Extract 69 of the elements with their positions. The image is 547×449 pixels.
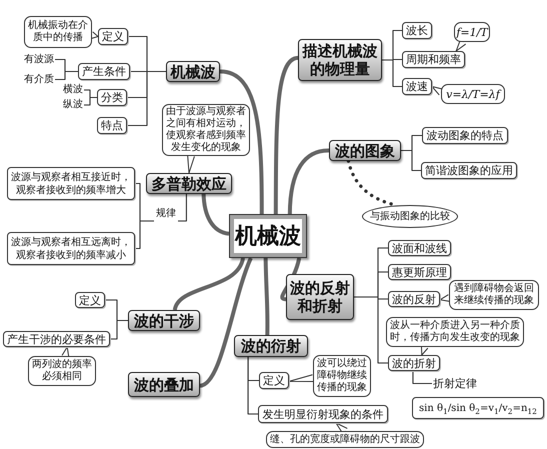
- formula-callout: f=1/T: [454, 22, 490, 42]
- connector-line: [248, 357, 258, 415]
- subtopic-box: 特点: [97, 117, 127, 134]
- formula-box: sin θ$_{1}$/sin θ$_{2}$=v$_{1}$/v$_{2}$=n$_{12}$: [412, 397, 544, 419]
- connector-line: [382, 59, 402, 88]
- branch-line: [288, 148, 330, 214]
- callout-bubble: 机械振动在介质中的传播: [24, 16, 92, 48]
- connector-line: [110, 320, 128, 340]
- topic-box: 波的衍射: [234, 335, 308, 357]
- connector-line: [135, 220, 154, 250]
- topic-box: 描述机械波的物理量: [298, 39, 382, 81]
- subtopic-box: 分类: [97, 89, 127, 106]
- oval-bubble: 与振动图象的比较: [362, 205, 458, 228]
- term-label: 纵波: [62, 99, 84, 111]
- term-label: 横波: [62, 84, 84, 96]
- statement-box: 波源与观察者相互接近时，观察者接收到的频率增大: [7, 167, 135, 200]
- branch-line: [199, 257, 253, 388]
- callout-bubble: 两列波的频率必须相同: [28, 356, 96, 386]
- connector-line: [178, 194, 187, 222]
- subtopic-box: 简谐波图象的应用: [421, 162, 517, 179]
- subtopic-box: 定义: [75, 292, 105, 308]
- topic-box: 机械波: [166, 61, 220, 82]
- topic-box: 波的图象: [329, 140, 401, 161]
- topic-box: 波的干涉: [128, 310, 200, 331]
- callout-tail: [288, 374, 314, 382]
- subtopic-box: 波面和波线: [388, 240, 451, 256]
- topic-box: 波的叠加: [128, 372, 200, 397]
- connector-line: [55, 70, 78, 80]
- term-label: 有介质: [23, 73, 55, 86]
- callout-tail: [456, 39, 466, 52]
- callout-tail: [187, 155, 195, 174]
- branch-line: [172, 257, 245, 311]
- central-topic-box: 机械波: [229, 214, 307, 258]
- callout-tail: [440, 294, 450, 302]
- subtopic-box: 波动图象的特点: [422, 127, 508, 144]
- subtopic-box: 波的折射: [388, 355, 440, 371]
- topic-box: 多普勒效应: [146, 173, 232, 194]
- branch-line: [202, 194, 230, 236]
- branch-line: [220, 70, 264, 214]
- subtopic-box: 产生干涉的必要条件: [3, 331, 110, 347]
- subtopic-box: 波长: [402, 22, 432, 39]
- term-label: 有波源: [23, 53, 55, 66]
- connector-line: [354, 296, 388, 364]
- callout-tail: [420, 345, 428, 356]
- branch-line: [264, 258, 270, 336]
- topic-box: 波的反射和折射: [286, 274, 354, 320]
- subtopic-box: 波的反射: [388, 291, 440, 307]
- connector-line: [401, 150, 421, 172]
- term-label: 折射定律: [432, 376, 478, 391]
- statement-box: 波源与观察者相互远离时，观察者接收到的频率减小: [7, 232, 135, 265]
- term-label: 规律: [154, 207, 178, 221]
- subtopic-box: 波速: [402, 78, 432, 95]
- callout-tail: [90, 31, 98, 40]
- callout-bubble: 遇到障碍物会返回来继续传播的现象: [449, 280, 539, 310]
- callout-bubble: 缝、孔的宽度或障碍物的尺寸跟波: [266, 431, 424, 448]
- callout-bubble: 波从一种介质进入另一种介质时，传播方向发生改变的现象: [386, 317, 524, 347]
- callout-bubble: 由于波源与观察者之间有相对运动，使观察者感到频率发生变化的现象: [162, 104, 250, 156]
- subtopic-box: 产生条件: [78, 63, 130, 80]
- subtopic-box: 定义: [98, 28, 128, 45]
- callout-bubble: 波可以绕过障碍物继续传播的现象: [313, 355, 371, 397]
- subtopic-box: 周期和频率: [402, 51, 465, 68]
- formula-callout: v=λ/T=λf: [441, 84, 505, 104]
- subtopic-box: 惠更斯原理: [388, 264, 451, 280]
- subtopic-box: 定义: [259, 372, 289, 389]
- connector-line: [127, 70, 166, 126]
- connector-line: [412, 371, 432, 384]
- subtopic-box: 发生明显衍射现象的条件: [258, 405, 388, 423]
- callout-tail: [62, 346, 70, 358]
- callout-tail: [432, 86, 444, 96]
